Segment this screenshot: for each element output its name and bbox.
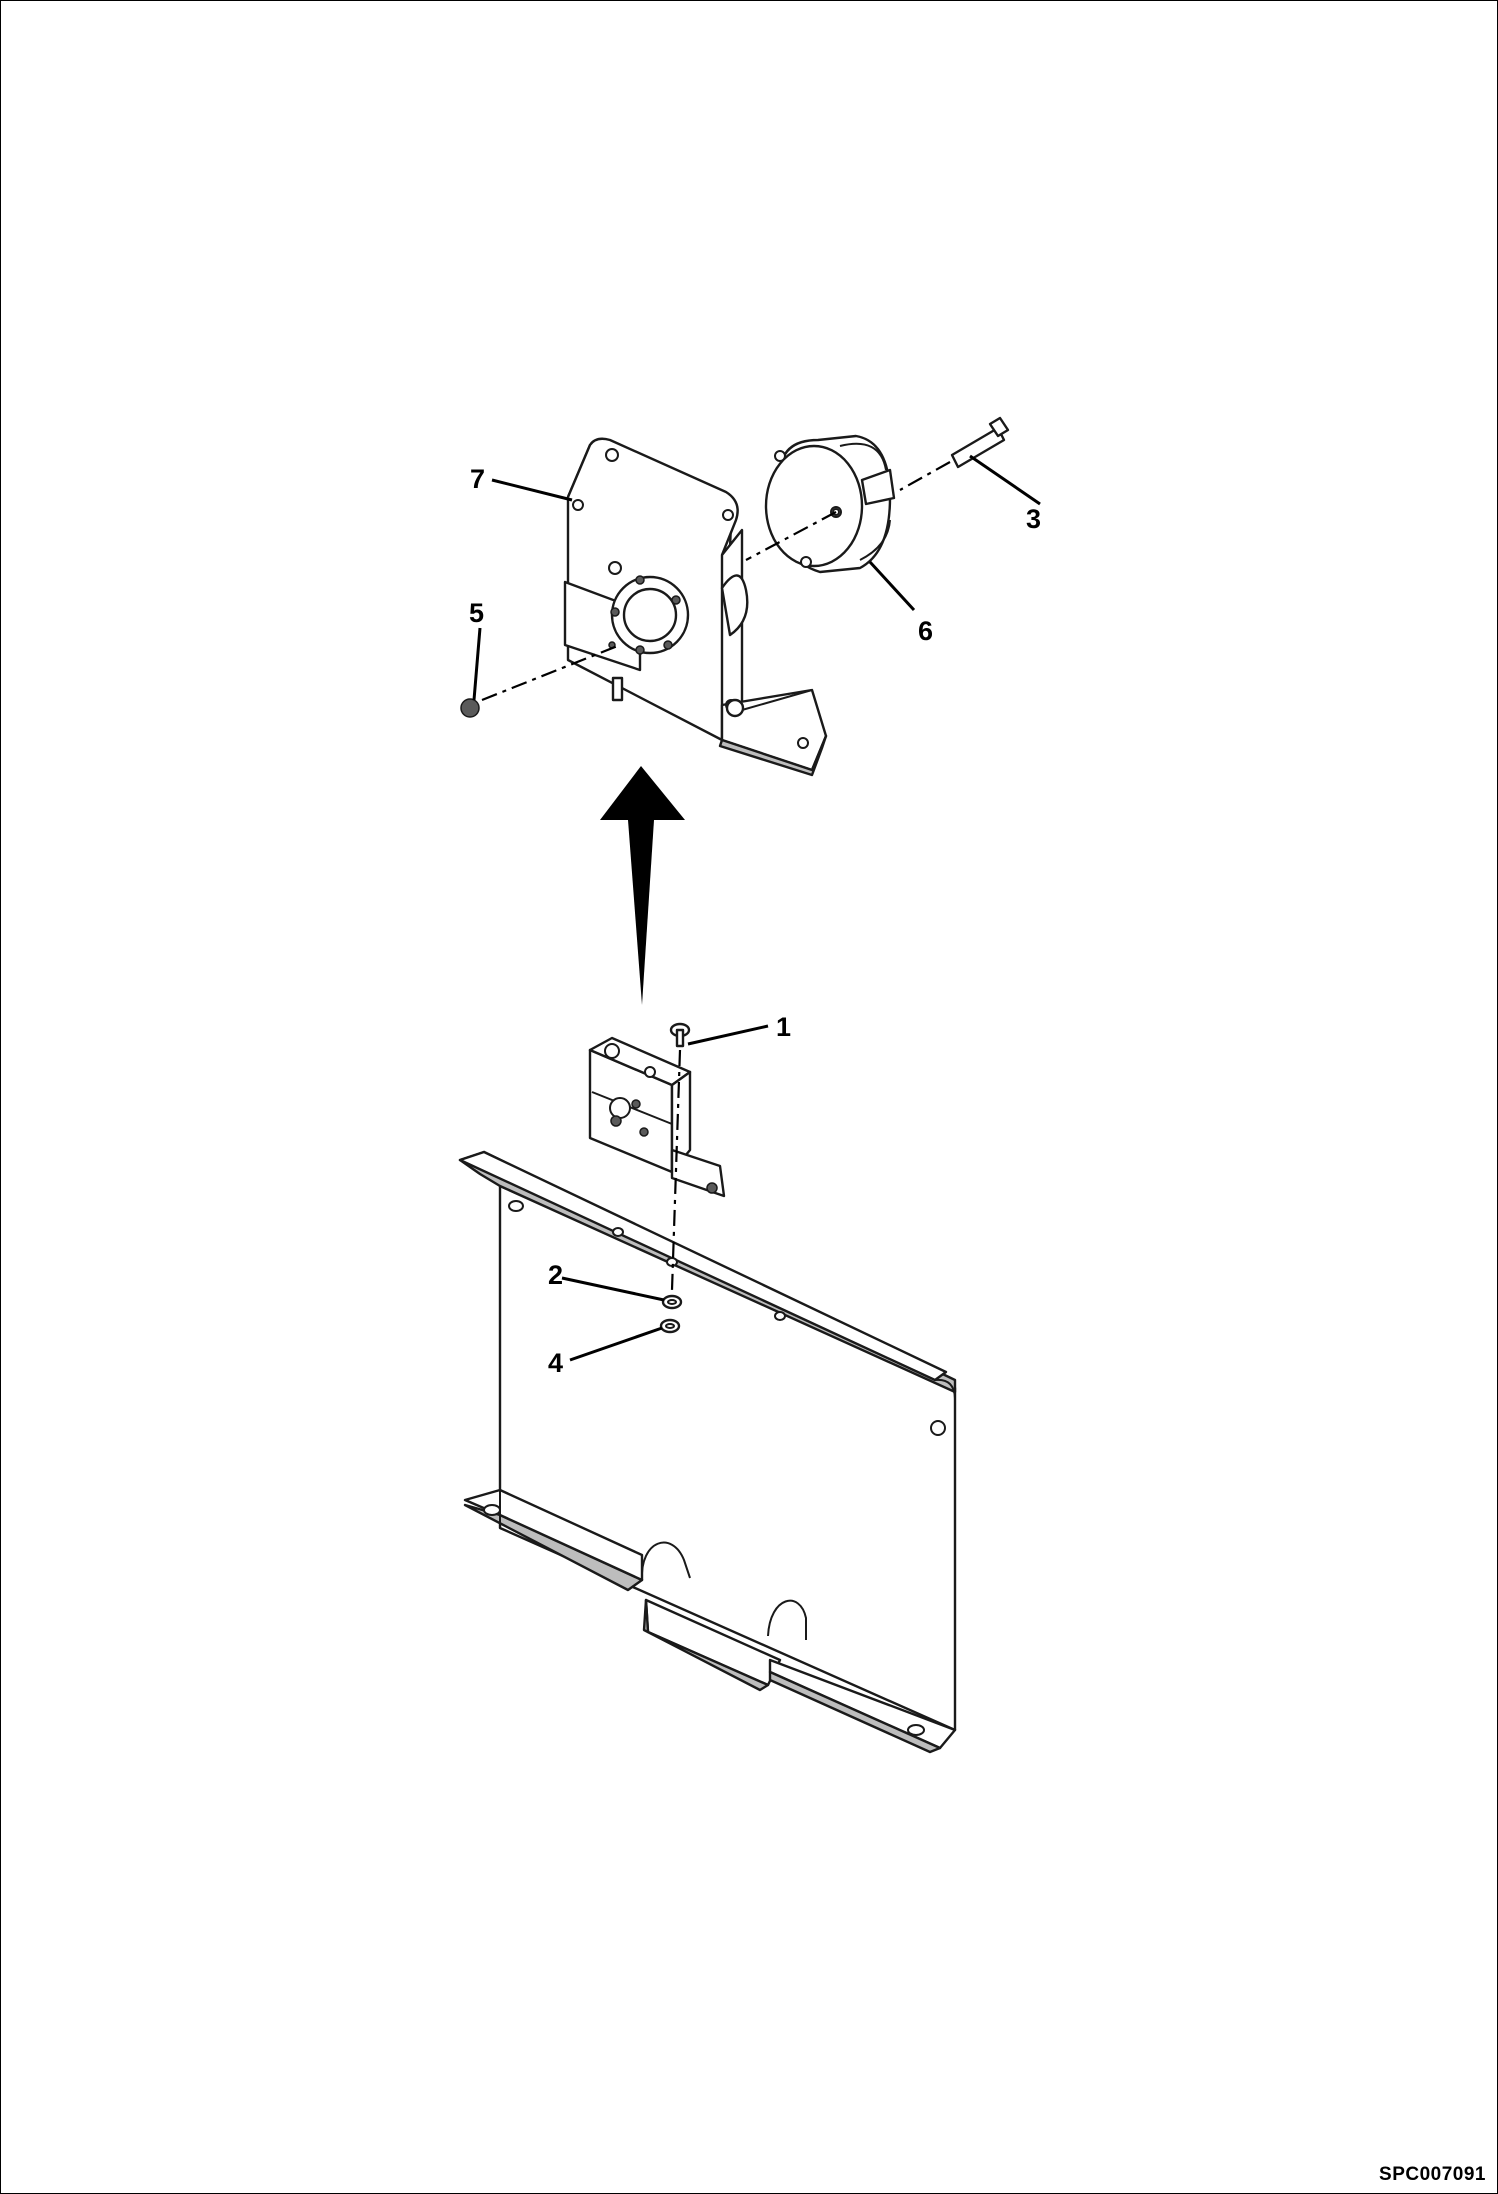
small-bracket-installed: [588, 1022, 726, 1334]
callout-3: 3: [1026, 504, 1041, 534]
base-mounting-plate: [458, 1150, 957, 1754]
callout-2: 2: [548, 1260, 563, 1290]
callout-5: 5: [469, 598, 484, 628]
detail-bracket: [563, 437, 828, 777]
callout-4: 4: [548, 1348, 563, 1378]
callout-6: 6: [918, 616, 933, 646]
callout-1: 1: [776, 1012, 791, 1042]
callout-7: 7: [470, 464, 485, 494]
connector-socket: [460, 416, 1010, 718]
leader-lines: [472, 454, 1041, 1362]
assembly-direction-arrow: [600, 766, 685, 1005]
document-id: SPC007091: [1379, 2164, 1486, 2185]
